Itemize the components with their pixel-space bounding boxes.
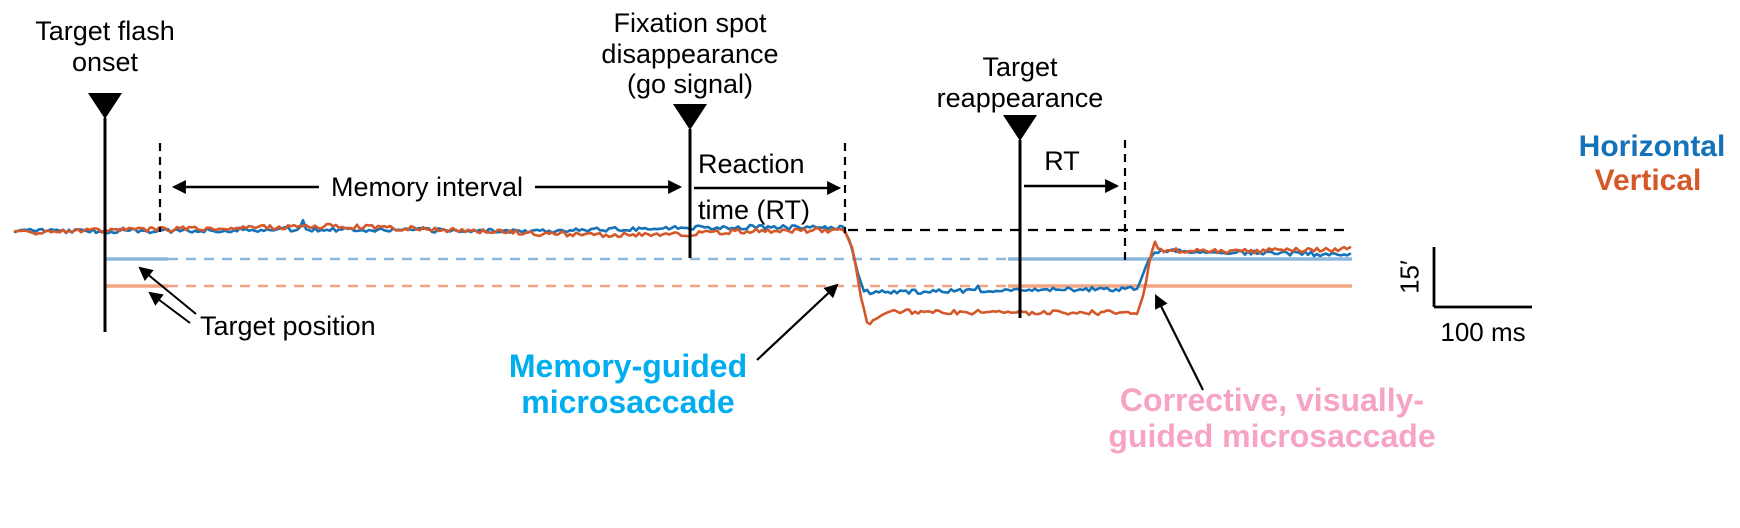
target-position-label: Target position [200, 311, 376, 341]
legend-horizontal: Horizontal [1578, 130, 1726, 163]
y-scale-label: 15′ [1394, 260, 1425, 294]
legend-vertical: Vertical [1594, 164, 1702, 197]
target-flash-onset-label: Target flash onset [35, 16, 175, 77]
go-signal-label: Fixation spot disappearance (go signal) [601, 8, 779, 99]
horizontal-eye-trace [13, 218, 1352, 296]
target-position-pointer-arrow-horizontal [138, 266, 197, 315]
vertical-eye-trace [13, 222, 1352, 326]
target-reappearance-marker-icon [1003, 115, 1037, 141]
rt-label: RT [1044, 146, 1080, 176]
go-signal-marker-icon [673, 104, 707, 130]
memory-guided-pointer-arrow [756, 283, 839, 361]
target-reappearance-label: Target reappearance [936, 52, 1104, 113]
corrective-microsaccade-label: Corrective, visually- guided microsaccad… [1108, 382, 1436, 455]
x-scale-label: 100 ms [1440, 317, 1526, 347]
corrective-pointer-arrow [1155, 294, 1204, 391]
target-flash-onset-marker-icon [88, 93, 122, 119]
target-position-pointer-arrow-vertical [148, 291, 191, 324]
reaction-time-label: Reaction time (RT) [698, 149, 810, 225]
memory-interval-label: Memory interval [318, 171, 536, 203]
memory-guided-microsaccade-label: Memory-guided microsaccade [508, 348, 748, 421]
